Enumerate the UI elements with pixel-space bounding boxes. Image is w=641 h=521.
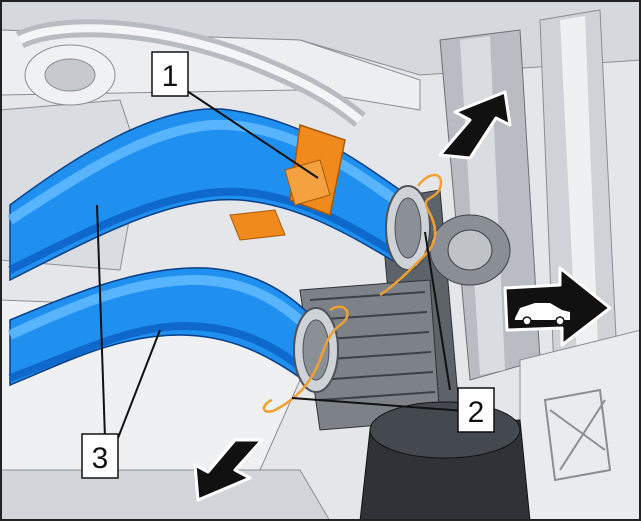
callout-2-label: 2	[468, 396, 485, 429]
callout-2: 2	[457, 387, 495, 433]
spring-clips	[262, 173, 443, 413]
lower-coolant-hose	[7, 267, 339, 393]
car-forward-arrow-icon	[503, 266, 612, 347]
callout-3-label: 3	[92, 442, 109, 475]
callout-3: 3	[81, 433, 119, 479]
callout-leader-lines	[96, 84, 479, 439]
callout-1: 1	[151, 51, 189, 97]
arrow-down-left-icon	[193, 438, 264, 502]
hose-band-clamp	[229, 124, 346, 241]
arrow-up-right-icon	[438, 90, 512, 160]
callout-1-label: 1	[162, 60, 179, 93]
